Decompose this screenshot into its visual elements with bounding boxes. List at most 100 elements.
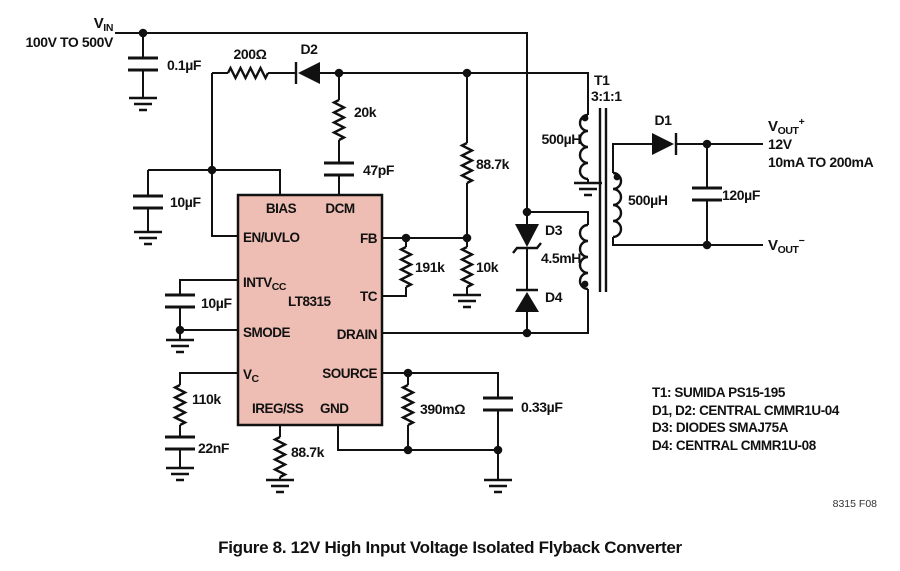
t1-label: T1 xyxy=(594,72,610,88)
cap-10uf-bias-label: 10µF xyxy=(170,194,201,210)
diode-d1 xyxy=(652,133,678,155)
d4-label: D4 xyxy=(545,289,563,305)
resistors xyxy=(172,65,475,479)
d2-label: D2 xyxy=(300,41,318,57)
resistor-110k xyxy=(172,383,188,427)
diode-triangle xyxy=(652,133,674,155)
pin-source: SOURCE xyxy=(322,366,377,381)
wire-drain-row xyxy=(382,289,589,334)
pin-en-uvlo: EN/UVLO xyxy=(243,230,300,245)
vin-label: VIN xyxy=(94,15,113,34)
resistor-20k xyxy=(331,98,347,142)
junction-dot xyxy=(702,139,712,149)
junction-dot xyxy=(138,28,148,38)
resistor-88p7k-top xyxy=(459,141,475,185)
capacitors xyxy=(128,56,722,451)
winding-bias xyxy=(578,113,589,181)
pin-fb: FB xyxy=(360,231,378,246)
res-390mohm-label: 390mΩ xyxy=(420,401,465,417)
ground-icon xyxy=(484,478,512,494)
junction-dot xyxy=(175,325,185,335)
capacitor-47pf xyxy=(324,161,354,177)
wire xyxy=(527,211,589,225)
cap-10uf-intvcc-label: 10µF xyxy=(201,295,232,311)
bias-500uh-label: 500µH xyxy=(541,131,581,147)
d3-label: D3 xyxy=(545,222,563,238)
res-20k-label: 20k xyxy=(354,104,377,120)
pin-dcm: DCM xyxy=(325,201,354,216)
vout-voltage-label: 12V xyxy=(768,136,793,152)
res-10k-label: 10k xyxy=(476,259,499,275)
ic-lt8315: BIAS DCM EN/UVLO INTVCC LT8315 SMODE VC … xyxy=(236,193,384,427)
sec-500uh-label: 500µH xyxy=(628,192,668,208)
ground-icon xyxy=(134,230,162,246)
d1-label: D1 xyxy=(654,112,672,128)
ground-icon xyxy=(453,293,481,309)
ic-part-number: LT8315 xyxy=(288,294,332,309)
phase-dot xyxy=(581,280,589,288)
phase-dot xyxy=(581,114,589,122)
ground-icon xyxy=(574,181,602,197)
phase-dot xyxy=(613,173,621,181)
wire-gnd-rail xyxy=(337,425,499,480)
ground-symbols xyxy=(129,96,602,494)
ground-icon xyxy=(166,338,194,354)
wire xyxy=(148,169,281,195)
wire-vout-minus xyxy=(612,237,763,246)
junction-dot xyxy=(403,368,413,378)
wire xyxy=(179,372,238,468)
cap-120uf-label: 120µF xyxy=(722,187,761,203)
pri-4p5mh-label: 4.5mH xyxy=(541,250,581,266)
vout-minus-label: VOUT− xyxy=(768,235,805,256)
pin-drain: DRAIN xyxy=(337,327,377,342)
note-d3: D3: DIODES SMAJ75A xyxy=(652,420,789,435)
t1-ratio-label: 3:1:1 xyxy=(591,88,622,104)
diode-d4 xyxy=(515,288,539,312)
junction-dot xyxy=(462,233,472,243)
capacitor-120uf xyxy=(692,186,722,202)
pin-intvcc: INTVCC xyxy=(243,275,287,293)
junction-dot xyxy=(493,445,503,455)
vout-plus-label: VOUT+ xyxy=(768,116,805,137)
wire-secondary-top xyxy=(612,143,652,173)
vout-current-label: 10mA TO 200mA xyxy=(768,154,874,170)
vin-range-label: 100V TO 500V xyxy=(25,34,114,50)
junction-dot xyxy=(403,445,413,455)
parts-notes: T1: SUMIDA PS15-195 D1, D2: CENTRAL CMMR… xyxy=(652,385,877,510)
figure-id: 8315 F08 xyxy=(833,498,878,510)
diode-triangle xyxy=(515,224,539,247)
cap-0p1uf-label: 0.1µF xyxy=(167,57,202,73)
component-labels: VIN 100V TO 500V 0.1µF 200Ω D2 20k 47pF … xyxy=(25,15,761,460)
zener-bar xyxy=(512,242,542,254)
wire-bias-rail xyxy=(320,72,589,115)
cap-22nf-label: 22nF xyxy=(198,440,230,456)
pin-ireg-ss: IREG/SS xyxy=(252,401,304,416)
resistor-191k xyxy=(398,245,414,289)
note-d1-d2: D1, D2: CENTRAL CMMR1U-04 xyxy=(652,403,840,418)
res-191k-label: 191k xyxy=(415,259,445,275)
resistor-390mohm xyxy=(400,383,416,427)
junction-dot xyxy=(334,68,344,78)
junction-dot xyxy=(522,207,532,217)
diode-triangle xyxy=(515,292,539,312)
wire xyxy=(382,238,407,297)
wire xyxy=(179,279,238,340)
capacitor-0p33uf xyxy=(483,396,513,412)
junction-dots xyxy=(138,28,712,455)
ic-body xyxy=(236,193,384,427)
capacitor-10uf-bias xyxy=(133,194,163,210)
pin-smode: SMODE xyxy=(243,325,291,340)
resistor-200ohm xyxy=(226,65,270,81)
junction-dot xyxy=(462,68,472,78)
cap-0p33uf-label: 0.33µF xyxy=(521,399,563,415)
ground-icon xyxy=(266,478,294,494)
res-88p7k-bottom-label: 88.7k xyxy=(291,444,325,460)
junction-dot xyxy=(522,328,532,338)
capacitor-10uf-intvcc xyxy=(165,293,195,309)
note-d4: D4: CENTRAL CMMR1U-08 xyxy=(652,438,817,453)
figure-caption: Figure 8. 12V High Input Voltage Isolate… xyxy=(218,538,682,557)
diodes xyxy=(294,62,678,312)
pin-bias: BIAS xyxy=(266,201,297,216)
resistor-10k xyxy=(459,245,475,289)
